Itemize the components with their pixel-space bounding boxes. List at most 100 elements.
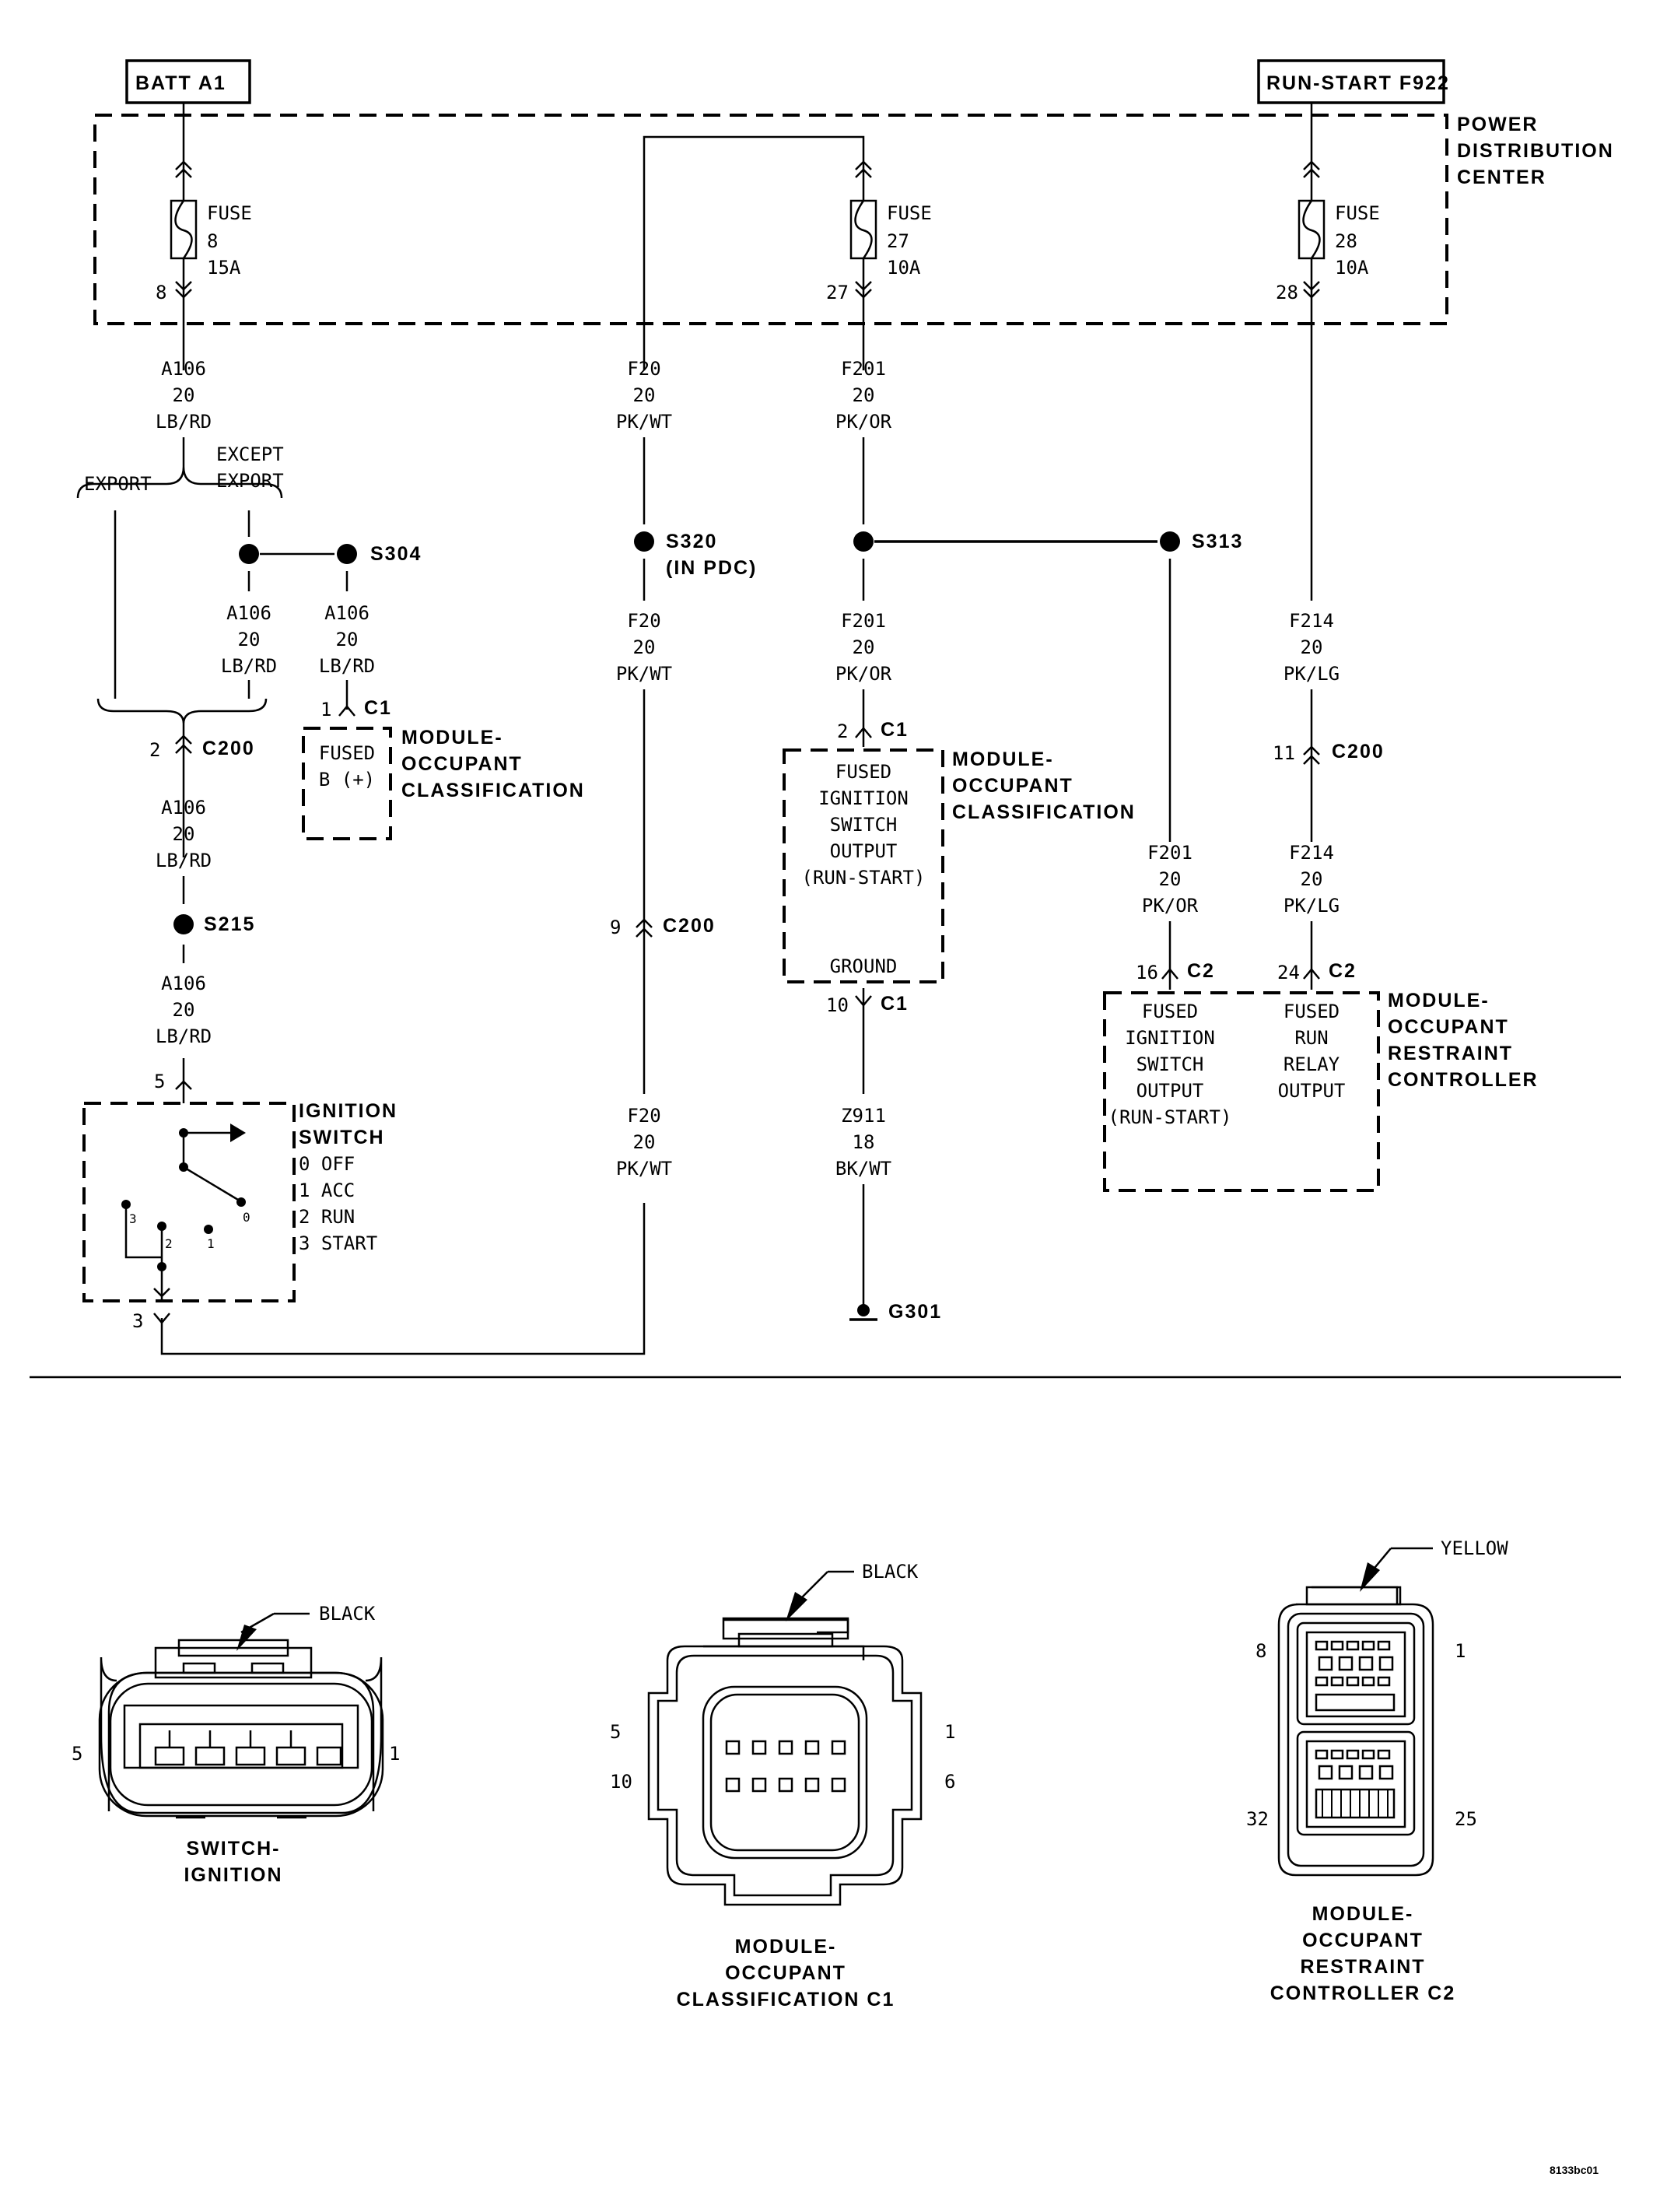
splice-s304-label: S304 (370, 543, 422, 565)
except-label-2: EXPORT (216, 470, 284, 492)
splice-f201-dot (853, 531, 874, 552)
occ-c1-pin-6: 6 (944, 1771, 955, 1793)
fuse-27-label: FUSE (887, 202, 932, 224)
svg-text:OUTPUT: OUTPUT (830, 840, 898, 862)
ign-contact-2: 2 (165, 1236, 173, 1251)
svg-text:(RUN-START): (RUN-START) (1108, 1106, 1232, 1128)
ign-contact-1: 1 (207, 1236, 215, 1251)
fuse-28-number: 28 (1335, 230, 1357, 252)
c200-f214-pin: 11 (1273, 742, 1295, 764)
c2-24-label: C2 (1329, 960, 1357, 982)
c1-fused-pin: 1 (320, 699, 331, 720)
c1-fused-label: C1 (364, 697, 392, 719)
svg-text:20: 20 (336, 629, 359, 650)
wire-f20-mid: F20 20 PK/WT (616, 610, 672, 685)
wire-a106-below-s215: A106 20 LB/RD (156, 973, 212, 1047)
svg-text:F20: F20 (627, 1105, 660, 1127)
c1-gnd-pin: 10 (826, 994, 849, 1016)
svg-text:LB/RD: LB/RD (319, 655, 375, 677)
fuse-28-rating: 10A (1335, 257, 1369, 279)
fuse-8-number: 8 (207, 230, 218, 252)
c200-f214-label: C200 (1332, 741, 1385, 762)
svg-text:20: 20 (1159, 868, 1182, 890)
switch-color-label: BLACK (319, 1603, 376, 1625)
ignition-pos-2: 2 RUN (299, 1206, 355, 1228)
svg-text:OUTPUT: OUTPUT (1136, 1080, 1204, 1102)
svg-text:PK/WT: PK/WT (616, 1158, 672, 1180)
switch-pin-right: 1 (389, 1743, 400, 1765)
ignition-title-2: SWITCH (299, 1127, 385, 1148)
rest-c2-name-3: RESTRAINT (1300, 1956, 1425, 1978)
c1-ign-pin: 2 (837, 720, 848, 742)
module-occ-class-2-title-1: MODULE- (952, 748, 1054, 770)
pdc-dashed-boundary (93, 114, 1448, 325)
svg-text:FUSED: FUSED (1284, 1001, 1340, 1022)
svg-text:18: 18 (853, 1131, 875, 1153)
svg-text:Z911: Z911 (841, 1105, 886, 1127)
splice-s320-note: (IN PDC) (666, 557, 757, 579)
except-label-1: EXCEPT (216, 443, 284, 465)
svg-text:SWITCH: SWITCH (830, 814, 898, 836)
rest-c2-pin-32: 32 (1246, 1808, 1269, 1830)
svg-text:PK/OR: PK/OR (835, 411, 892, 433)
occ-c1-pin-1: 1 (944, 1721, 955, 1743)
svg-text:20: 20 (173, 823, 195, 845)
ignition-rotation-arrow-icon (230, 1124, 246, 1142)
module-occ-class-1-title-2: OCCUPANT (401, 753, 523, 775)
export-brace-top (76, 466, 283, 499)
pdc-label-line1: POWER (1457, 114, 1538, 135)
svg-text:20: 20 (633, 384, 656, 406)
svg-text:20: 20 (1301, 636, 1323, 658)
wire-f201-top: F201 20 PK/OR (835, 358, 892, 433)
svg-text:20: 20 (853, 636, 875, 658)
svg-text:F201: F201 (841, 610, 886, 632)
splice-s313-dot (1160, 531, 1180, 552)
occ-c1-color-label: BLACK (862, 1561, 919, 1583)
svg-text:20: 20 (173, 999, 195, 1021)
svg-text:RUN: RUN (1294, 1027, 1328, 1049)
batt-source-box (125, 59, 251, 104)
wire-f20-return (160, 1203, 646, 1355)
connector-view-switch-ignition: BLACK 5 1 SWITCH- IGNITION (72, 1603, 400, 1886)
svg-text:LB/RD: LB/RD (156, 850, 212, 871)
fuse-8: FUSE 8 15A 8 (156, 103, 252, 370)
rest-c2-pin-1: 1 (1455, 1640, 1466, 1662)
batt-source-label: BATT A1 (135, 72, 226, 94)
rest-c2-pin-8: 8 (1256, 1640, 1266, 1662)
module-occ-class-2-title-3: CLASSIFICATION (952, 801, 1136, 823)
c2-16-label: C2 (1187, 960, 1215, 982)
splice-except-dot (239, 544, 259, 564)
fuse-28-label: FUSE (1335, 202, 1380, 224)
wire-f20-top: F20 20 PK/WT (616, 358, 672, 433)
ignition-pos-0: 0 OFF (299, 1153, 355, 1175)
svg-text:A106: A106 (161, 358, 206, 380)
svg-text:F20: F20 (627, 610, 660, 632)
svg-text:F20: F20 (627, 358, 660, 380)
svg-text:F214: F214 (1289, 610, 1334, 632)
svg-text:PK/LG: PK/LG (1284, 895, 1340, 917)
restraint-title-1: MODULE- (1388, 990, 1490, 1011)
svg-text:A106: A106 (161, 973, 206, 994)
occ-c1-name-2: OCCUPANT (725, 1962, 846, 1984)
figure-code: 8133bc01 (1550, 2164, 1599, 2176)
svg-text:A106: A106 (324, 602, 369, 624)
wire-a106-top: A106 20 LB/RD (156, 358, 212, 433)
export-label: EXPORT (84, 473, 152, 495)
splice-s313-label: S313 (1192, 531, 1243, 552)
occ-c1-pin-10: 10 (610, 1771, 632, 1793)
c2-16-pin: 16 (1136, 962, 1158, 983)
fuse-27-rating: 10A (887, 257, 921, 279)
splice-s215-label: S215 (204, 913, 255, 935)
switch-name-1: SWITCH- (187, 1838, 281, 1860)
switch-pin-left: 5 (72, 1743, 82, 1765)
wire-a106-s304: A106 20 LB/RD (319, 602, 375, 677)
svg-text:BK/WT: BK/WT (835, 1158, 891, 1180)
svg-text:PK/OR: PK/OR (835, 663, 892, 685)
module-restraint-controller-box (1103, 991, 1380, 1192)
run-start-source-box (1257, 59, 1445, 104)
fuse-28-cavity: 28 (1276, 282, 1298, 303)
svg-text:LB/RD: LB/RD (156, 1025, 212, 1047)
fuse-8-label: FUSE (207, 202, 252, 224)
svg-text:RELAY: RELAY (1284, 1053, 1340, 1075)
